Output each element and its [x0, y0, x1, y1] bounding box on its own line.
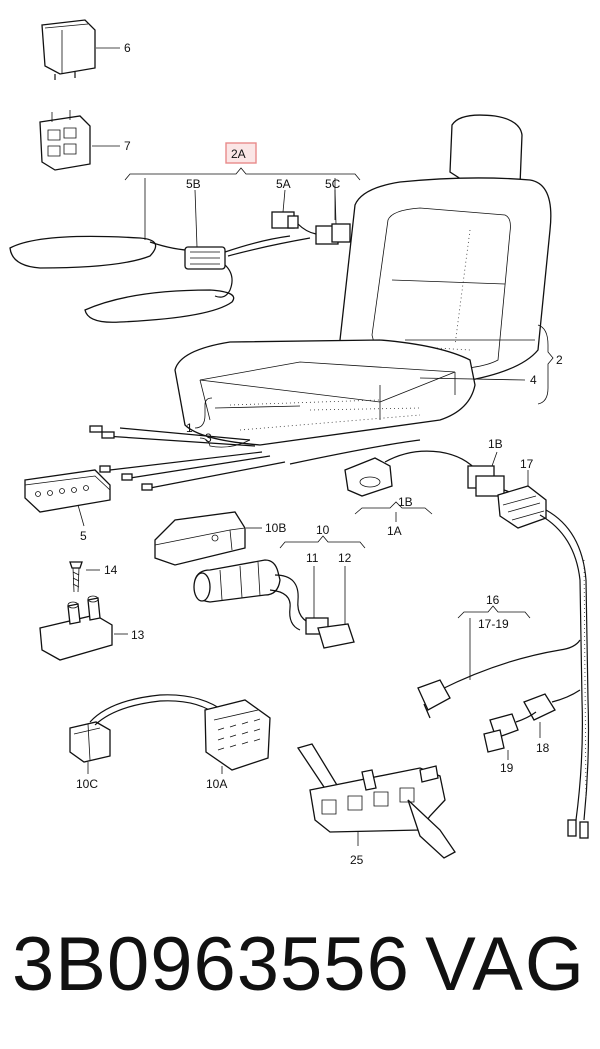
part-number: 3B0963556 [12, 922, 410, 1007]
label-5A: 5A [276, 177, 291, 191]
part-5-connector-block: 5 [24, 469, 111, 543]
part-16-harness: 16 17-19 [417, 593, 581, 719]
label-16: 16 [486, 593, 500, 607]
part-seat [174, 114, 552, 446]
wiring-harness-seat [89, 425, 421, 491]
part-10C-10A-harness: 10C 10A [69, 694, 271, 791]
label-10: 10 [316, 523, 330, 537]
label-2A: 2A [231, 147, 246, 161]
label-3: 3 [205, 431, 212, 445]
part-7-relay-socket: 7 [39, 110, 131, 171]
group-2A-heating-elements: 5B 5A 5C [9, 177, 351, 323]
label-13: 13 [131, 628, 145, 642]
part-25-bracket: 25 [296, 743, 456, 867]
brand-name: VAG [425, 922, 586, 1007]
part-10-harness: 10 11 12 [193, 523, 366, 649]
part-6-relay: 6 [41, 19, 131, 80]
label-6: 6 [124, 41, 131, 55]
part-17-connector: 17 [497, 457, 590, 839]
label-10A: 10A [206, 777, 227, 791]
label-4: 4 [530, 373, 537, 387]
part-1A-1B-harness: 1B 1B 1A [344, 437, 519, 538]
label-14: 14 [104, 563, 118, 577]
label-17-19: 17-19 [478, 617, 509, 631]
label-2A-highlight [225, 142, 257, 164]
label-5C: 5C [325, 177, 341, 191]
part-13-switch: 13 [39, 595, 145, 661]
part-14-screw: 14 [69, 561, 118, 593]
seat-parts-diagram: 6 7 2A 5B 5A 5C [9, 19, 590, 867]
label-25: 25 [350, 853, 364, 867]
label-5B: 5B [186, 177, 201, 191]
label-11: 11 [306, 551, 319, 565]
part-18-19-connectors: 18 19 [483, 689, 581, 775]
label-1: 1 [186, 421, 193, 435]
caption: 3B0963556 VAG [0, 915, 600, 1025]
label-10C: 10C [76, 777, 98, 791]
label-2A-box: 2A [225, 142, 257, 164]
label-1A: 1A [387, 524, 402, 538]
label-2: 2 [556, 353, 563, 367]
label-19: 19 [500, 761, 514, 775]
label-12: 12 [338, 551, 352, 565]
label-17: 17 [520, 457, 534, 471]
label-1B-top: 1B [488, 437, 503, 451]
callouts-2-4: 2 4 [405, 324, 563, 405]
label-10B: 10B [265, 521, 286, 535]
part-10B-heating-control: 10B [154, 511, 286, 566]
label-1B-mid: 1B [398, 495, 413, 509]
label-7: 7 [124, 139, 131, 153]
label-18: 18 [536, 741, 550, 755]
label-5: 5 [80, 529, 87, 543]
